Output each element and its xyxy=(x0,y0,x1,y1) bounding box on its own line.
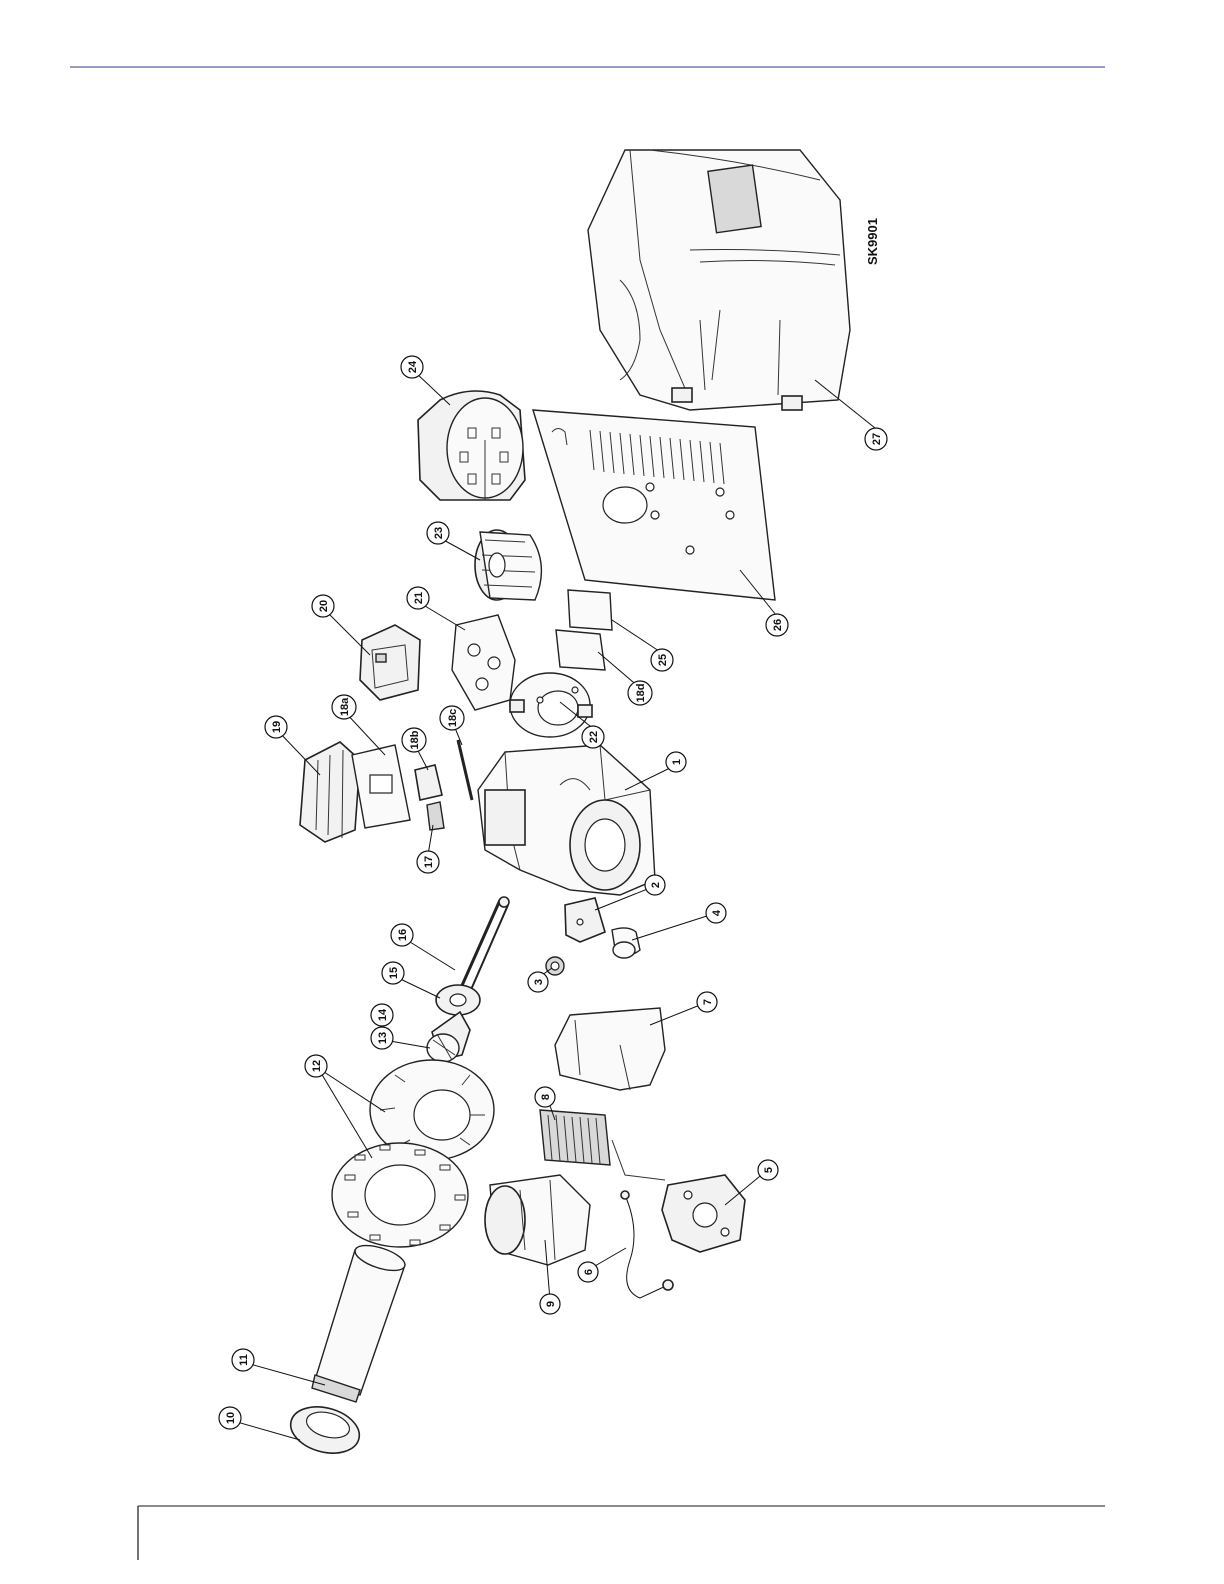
callout-13: 13 xyxy=(371,1027,393,1049)
callout-3-label: 3 xyxy=(533,979,545,985)
callout-11-label: 11 xyxy=(238,1354,250,1366)
callout-16: 16 xyxy=(391,924,413,946)
part-11-air-tube xyxy=(312,1240,408,1402)
callout-12: 12 xyxy=(305,1055,327,1077)
part-2-bracket xyxy=(565,898,605,942)
part-17-clip xyxy=(427,802,444,830)
part-16-electrode-assembly xyxy=(460,897,509,992)
callout-23-label: 23 xyxy=(433,527,445,539)
callout-20-label: 20 xyxy=(318,600,330,612)
part-20-ignitor xyxy=(360,625,420,700)
callout-3: 3 xyxy=(528,972,548,992)
part-21-box xyxy=(452,615,515,710)
callout-10-label: 10 xyxy=(225,1412,237,1424)
callout-10: 10 xyxy=(219,1407,241,1429)
part-18c-pin xyxy=(458,740,472,800)
callout-6-label: 6 xyxy=(583,1269,595,1275)
callout-4-label: 4 xyxy=(711,909,723,916)
callout-19-label: 19 xyxy=(271,721,283,733)
callout-8: 8 xyxy=(535,1087,555,1107)
part-27-cover xyxy=(588,150,850,410)
part-12-flange-lower xyxy=(332,1143,468,1247)
part-4-photocell xyxy=(612,928,640,958)
part-1-housing xyxy=(478,745,655,895)
part-22-air-shutter xyxy=(510,673,592,737)
callout-4: 4 xyxy=(706,903,726,923)
part-7-bracket xyxy=(555,1008,665,1090)
callout-9-label: 9 xyxy=(545,1301,557,1307)
callout-2: 2 xyxy=(645,875,665,895)
callout-25: 25 xyxy=(651,649,673,671)
callout-24-label: 24 xyxy=(407,360,419,373)
callout-27-label: 27 xyxy=(871,433,883,445)
callout-2-label: 2 xyxy=(650,882,662,888)
callout-22-label: 22 xyxy=(588,731,600,743)
callout-21-label: 21 xyxy=(413,592,425,604)
callout-7: 7 xyxy=(697,992,717,1012)
part-8-filter xyxy=(540,1110,610,1165)
callout-9: 9 xyxy=(540,1294,560,1314)
callout-18d-label: 18d xyxy=(635,684,647,703)
callout-13-label: 13 xyxy=(377,1032,389,1044)
callout-18c: 18c xyxy=(440,706,464,730)
callout-15-label: 15 xyxy=(388,967,400,979)
callout-18a-label: 18a xyxy=(339,697,351,716)
callout-14-label: 14 xyxy=(377,1008,389,1021)
callout-11: 11 xyxy=(232,1349,254,1371)
drawing-id: SK9901 xyxy=(865,218,880,265)
part-10-end-cone xyxy=(285,1400,364,1461)
callout-8-label: 8 xyxy=(540,1094,552,1100)
callout-1-label: 1 xyxy=(671,759,683,765)
callout-1: 1 xyxy=(666,752,686,772)
part-25-gasket xyxy=(568,590,612,630)
part-18b-bracket xyxy=(415,765,442,800)
callout-18b: 18b xyxy=(402,728,426,752)
leader-lines xyxy=(230,372,880,1440)
part-3-nut xyxy=(546,957,564,975)
callout-5-label: 5 xyxy=(763,1167,775,1173)
callout-7-label: 7 xyxy=(702,999,714,1005)
callout-19: 19 xyxy=(265,716,287,738)
part-18a-gasket xyxy=(352,745,410,828)
part-24-motor xyxy=(418,391,525,500)
callout-17: 17 xyxy=(417,851,439,873)
callout-20: 20 xyxy=(312,595,334,617)
callout-14: 14 xyxy=(371,1004,393,1026)
callout-6: 6 xyxy=(578,1262,598,1282)
callout-21: 21 xyxy=(407,587,429,609)
callout-18c-label: 18c xyxy=(447,709,459,727)
part-15-adapter xyxy=(436,985,480,1015)
callout-15: 15 xyxy=(382,962,404,984)
callout-25-label: 25 xyxy=(657,654,669,666)
callout-12-label: 12 xyxy=(311,1060,323,1072)
part-19-cover-plate xyxy=(300,742,360,842)
callout-24: 24 xyxy=(401,356,423,378)
callout-17-label: 17 xyxy=(423,856,435,868)
part-5-fuel-pump xyxy=(612,1140,745,1252)
callout-16-label: 16 xyxy=(397,929,409,941)
part-18d-gasket xyxy=(556,630,605,670)
callout-26: 26 xyxy=(766,614,788,636)
part-23-blower-wheel xyxy=(475,530,541,600)
callout-22: 22 xyxy=(582,726,604,748)
part-9-air-inlet xyxy=(485,1175,590,1265)
callout-18a: 18a xyxy=(332,695,356,719)
part-13-14-head xyxy=(427,1012,470,1062)
callout-18d: 18d xyxy=(628,681,652,705)
callout-26-label: 26 xyxy=(772,619,784,631)
callout-5: 5 xyxy=(758,1160,778,1180)
callout-27: 27 xyxy=(865,428,887,450)
callout-18b-label: 18b xyxy=(409,730,421,749)
callout-23: 23 xyxy=(427,522,449,544)
part-26-mounting-plate xyxy=(533,410,775,600)
